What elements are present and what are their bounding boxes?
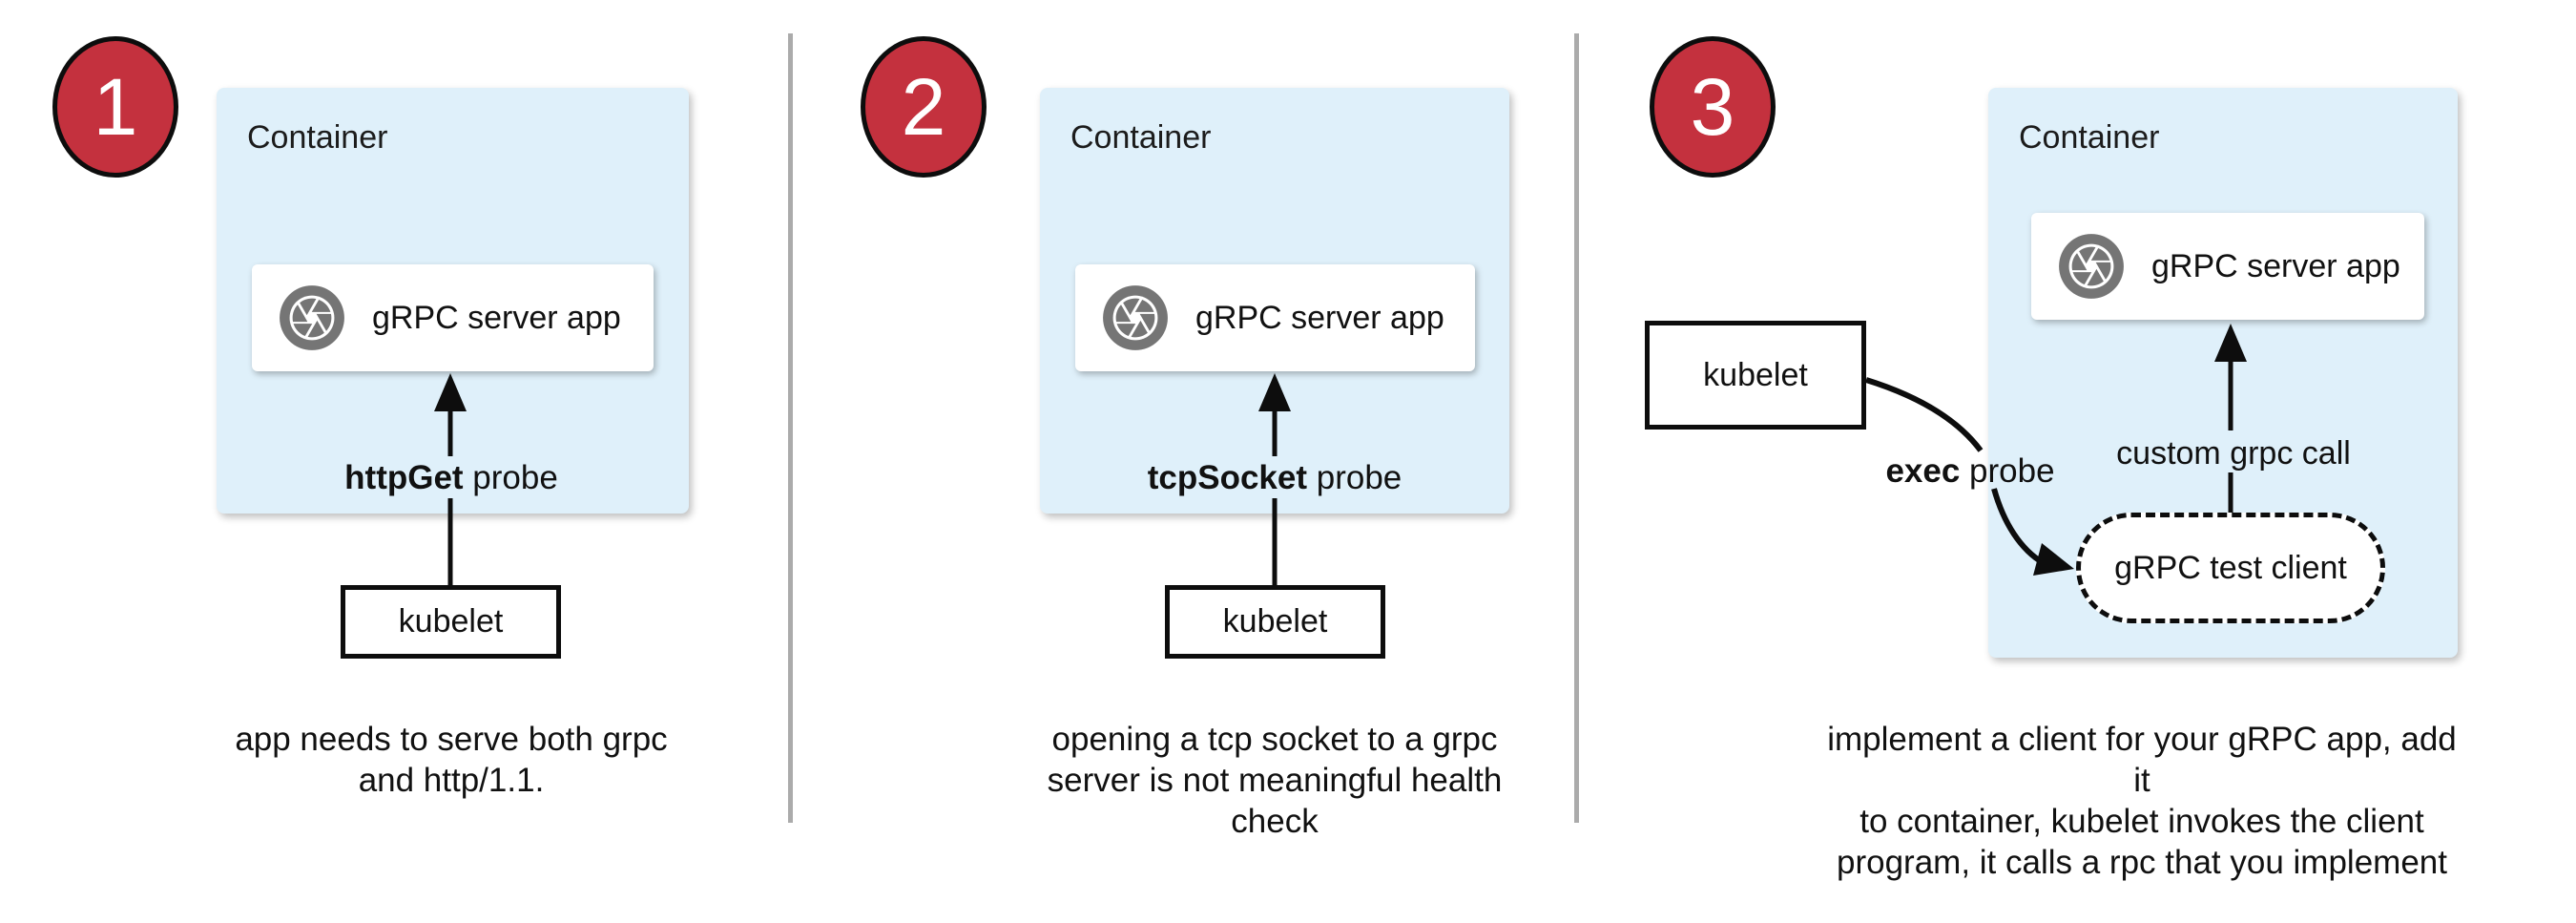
kubelet-label: kubelet (398, 603, 504, 640)
camera-aperture-icon (280, 285, 344, 350)
caption-line: and http/1.1. (358, 762, 545, 799)
kubelet-box-3: kubelet (1645, 321, 1866, 430)
caption-line: server is not meaningful health (1047, 762, 1503, 799)
camera-aperture-icon (1103, 285, 1168, 350)
caption-line: app needs to serve both grpc (235, 721, 668, 758)
kubelet-box-1: kubelet (341, 585, 561, 659)
caption-line: opening a tcp socket to a grpc (1051, 721, 1498, 758)
caption-1: app needs to serve both grpc and http/1.… (213, 719, 690, 801)
step-badge-2: 2 (861, 36, 987, 178)
caption-line: check (1231, 803, 1319, 840)
kubelet-label: kubelet (1703, 356, 1808, 393)
camera-aperture-icon (2059, 234, 2124, 299)
grpc-server-app-label: gRPC server app (2151, 247, 2400, 284)
caption-line: to container, kubelet invokes the client (1859, 803, 2424, 840)
caption-3: implement a client for your gRPC app, ad… (1827, 719, 2457, 883)
panel-divider-1 (788, 33, 793, 823)
step-number: 3 (1690, 61, 1735, 152)
grpc-server-app-box-3: gRPC server app (2031, 213, 2424, 320)
container-label-2: Container (1070, 119, 1212, 156)
caption-2: opening a tcp socket to a grpc server is… (1036, 719, 1513, 842)
grpc-test-client-box: gRPC test client (2076, 513, 2385, 623)
probe-label-1: httpGet probe (344, 459, 558, 496)
probe-kind: httpGet (344, 459, 464, 496)
kubelet-label: kubelet (1222, 603, 1328, 640)
grpc-server-app-box-1: gRPC server app (252, 264, 654, 371)
grpc-server-app-box-2: gRPC server app (1075, 264, 1475, 371)
kubelet-box-2: kubelet (1165, 585, 1385, 659)
grpc-server-app-label: gRPC server app (372, 299, 621, 336)
caption-line: program, it calls a rpc that you impleme… (1837, 844, 2447, 881)
container-label-3: Container (2019, 119, 2160, 156)
probe-kind: exec (1885, 452, 1961, 490)
panel-divider-2 (1574, 33, 1579, 823)
probe-label-3: exec probe (1885, 452, 2055, 490)
step-badge-1: 1 (52, 36, 178, 178)
caption-line: implement a client for your gRPC app, ad… (1827, 721, 2457, 799)
container-label-1: Container (247, 119, 388, 156)
step-number: 2 (901, 61, 946, 152)
probe-kind: tcpSocket (1147, 459, 1308, 496)
grpc-server-app-label: gRPC server app (1195, 299, 1444, 336)
custom-grpc-call-label: custom grpc call (2116, 435, 2351, 472)
step-number: 1 (93, 61, 138, 152)
grpc-test-client-label: gRPC test client (2114, 549, 2347, 586)
probe-label-2: tcpSocket probe (1147, 459, 1402, 496)
step-badge-3: 3 (1650, 36, 1776, 178)
